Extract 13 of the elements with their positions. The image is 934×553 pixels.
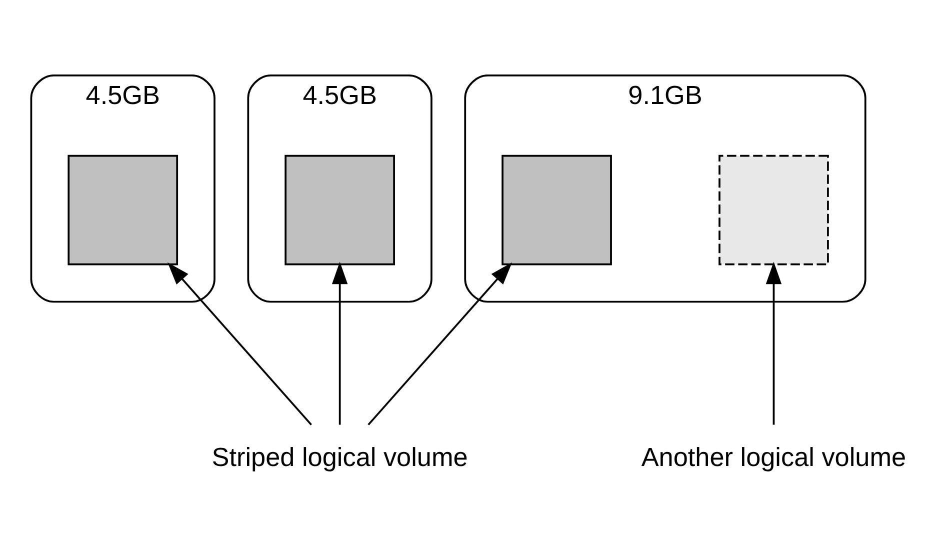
cluster: 4.5GB [30, 74, 216, 303]
node-box [284, 154, 395, 266]
cluster: 9.1GB [464, 74, 866, 303]
arrow [766, 262, 782, 425]
node-box [68, 154, 178, 266]
arrow [368, 262, 512, 426]
node-text: Another logical volume [641, 442, 906, 472]
node-box [718, 154, 829, 266]
arrow [168, 262, 312, 426]
node-box [502, 154, 612, 266]
node-text: Striped logical volume [212, 442, 468, 472]
cluster: 4.5GB [247, 74, 432, 303]
arrow [332, 262, 348, 425]
